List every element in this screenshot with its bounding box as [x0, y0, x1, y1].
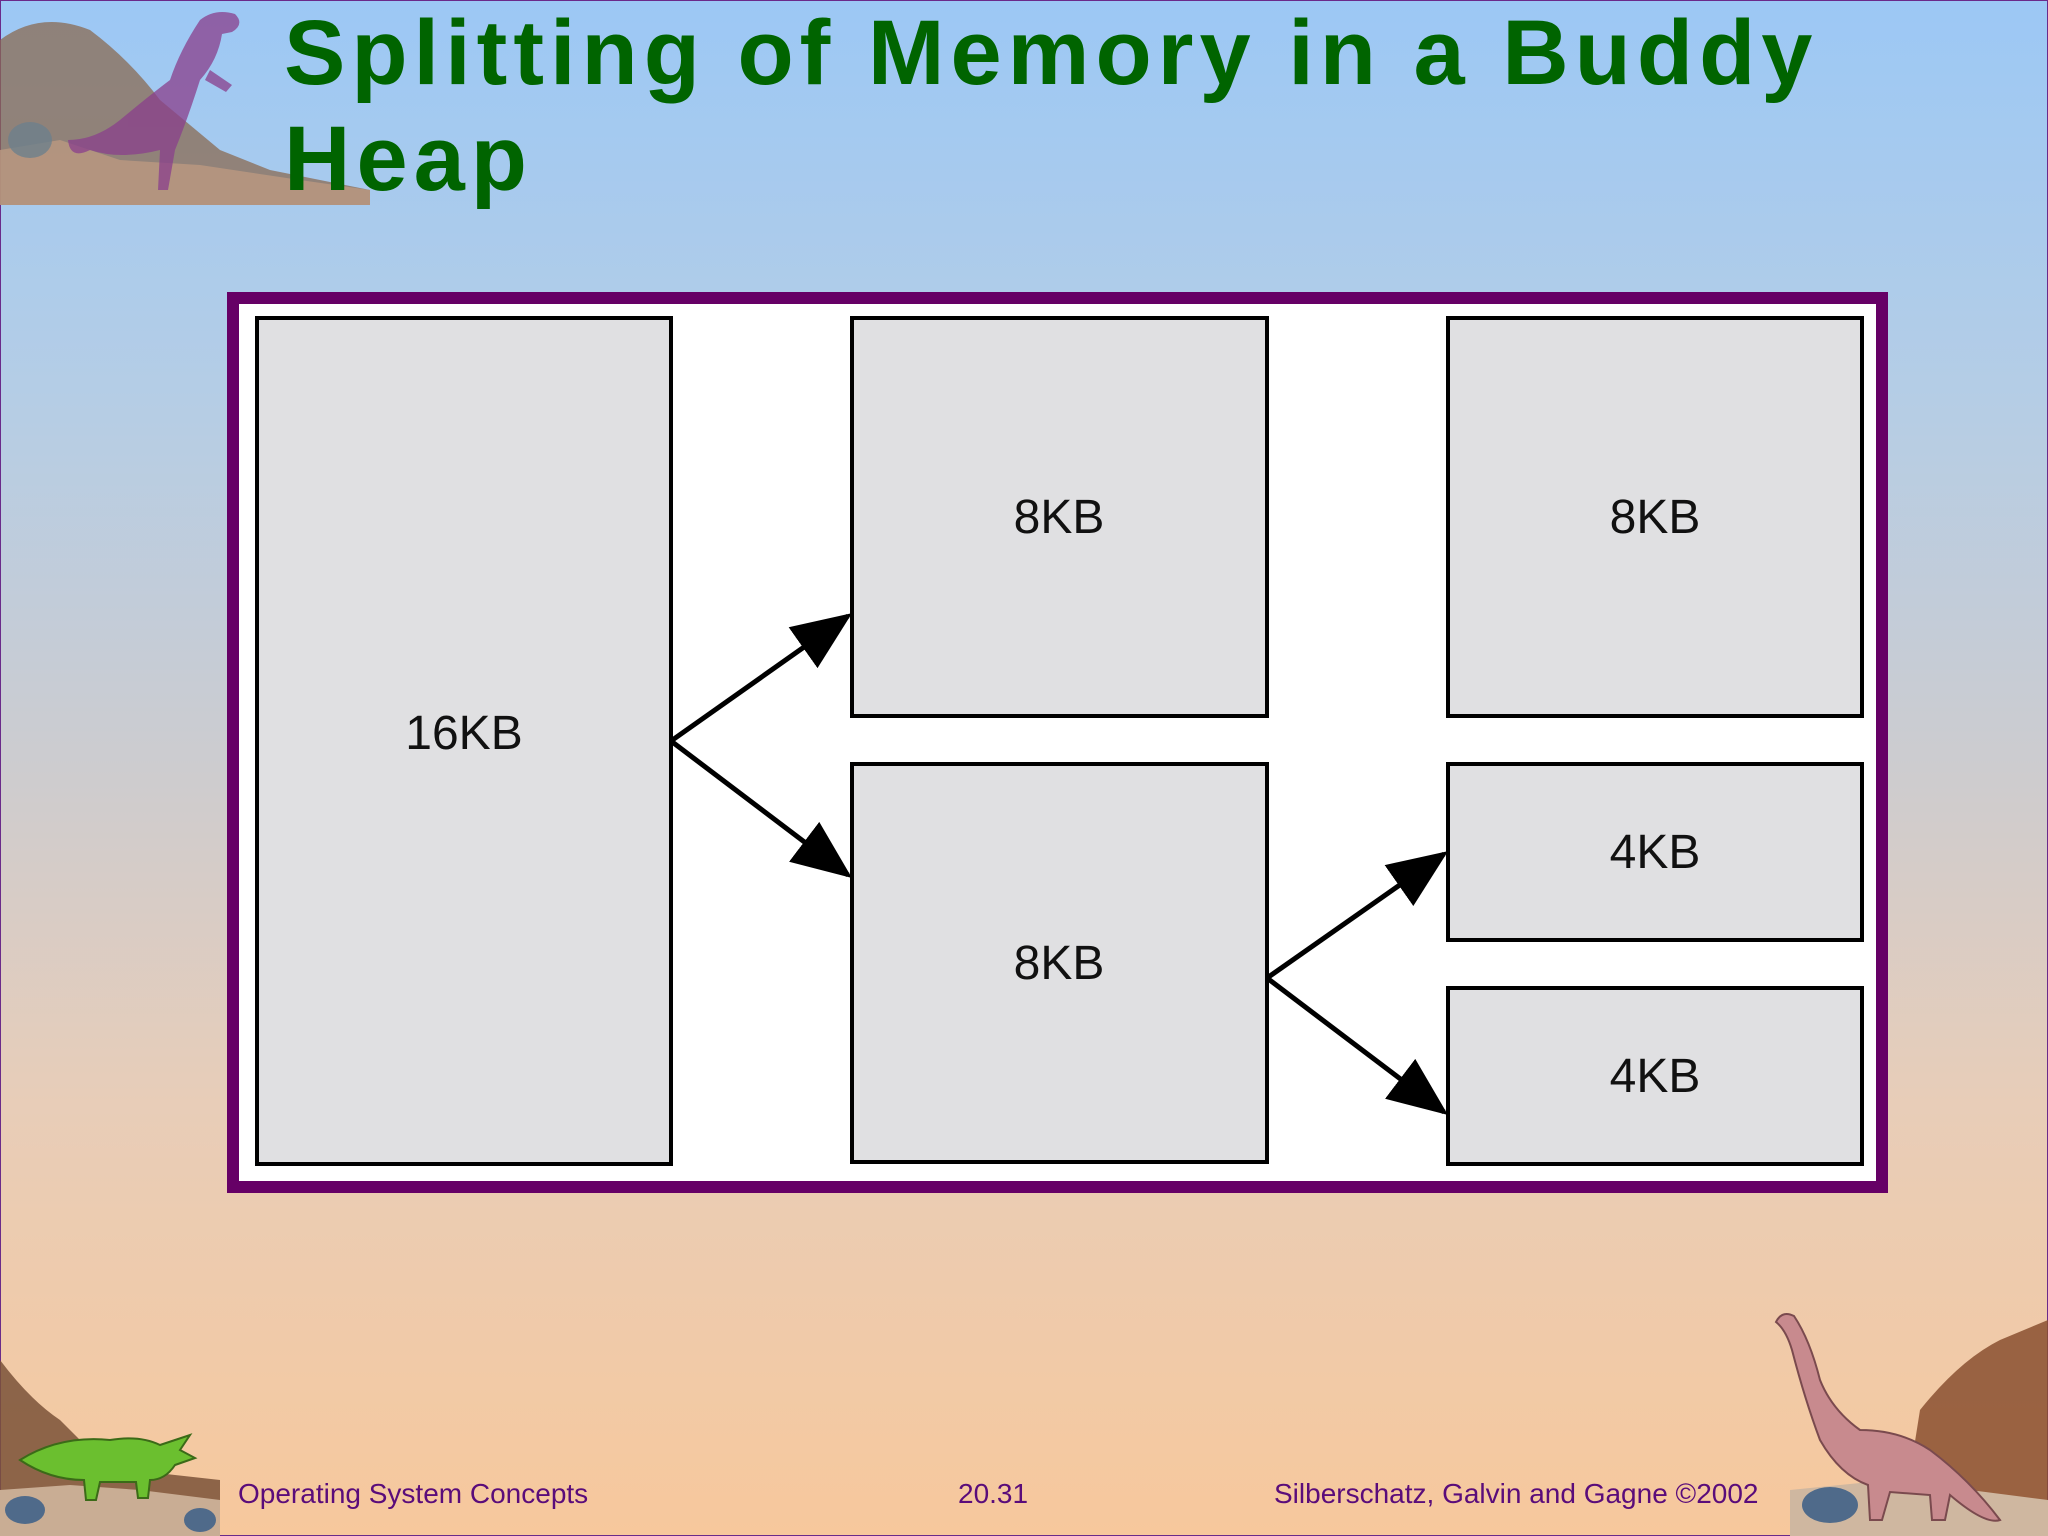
brontosaurus-dinosaur-icon: [1774, 1313, 2048, 1536]
block-8kb-bottom: 8KB: [850, 762, 1269, 1164]
block-8kb-right: 8KB: [1446, 316, 1864, 718]
split-arrow-8-to-4-top: [1265, 851, 1449, 981]
diagram-frame: 16KB 8KB 8KB 8KB 4KB 4KB: [227, 292, 1888, 1193]
split-arrow-16-to-8-bottom: [669, 739, 852, 879]
block-4kb-bottom: 4KB: [1446, 986, 1864, 1166]
buddy-heap-diagram: 16KB 8KB 8KB 8KB 4KB 4KB: [255, 316, 1864, 1166]
block-4kb-top: 4KB: [1446, 762, 1864, 942]
footer-page-number: 20.31: [958, 1478, 1029, 1509]
block-8kb-bottom-label: 8KB: [1014, 937, 1105, 990]
trex-dinosaur-icon: [0, 12, 370, 205]
block-16kb: 16KB: [255, 316, 673, 1166]
triceratops-dinosaur-icon: [0, 1360, 220, 1536]
footer-credit: Silberschatz, Galvin and Gagne ©2002: [1274, 1478, 1759, 1509]
block-8kb-top: 8KB: [850, 316, 1269, 718]
footer-course: Operating System Concepts: [238, 1478, 589, 1509]
block-16kb-label: 16KB: [405, 707, 522, 760]
block-8kb-top-label: 8KB: [1014, 491, 1105, 544]
split-arrow-8-to-4-bottom: [1265, 976, 1448, 1116]
split-arrow-16-to-8-top: [669, 613, 853, 744]
slide-title: Splitting of Memory in a Buddy Heap: [284, 2, 1819, 210]
block-4kb-bottom-label: 4KB: [1610, 1050, 1701, 1103]
block-8kb-right-label: 8KB: [1610, 491, 1701, 544]
block-4kb-top-label: 4KB: [1610, 826, 1701, 879]
